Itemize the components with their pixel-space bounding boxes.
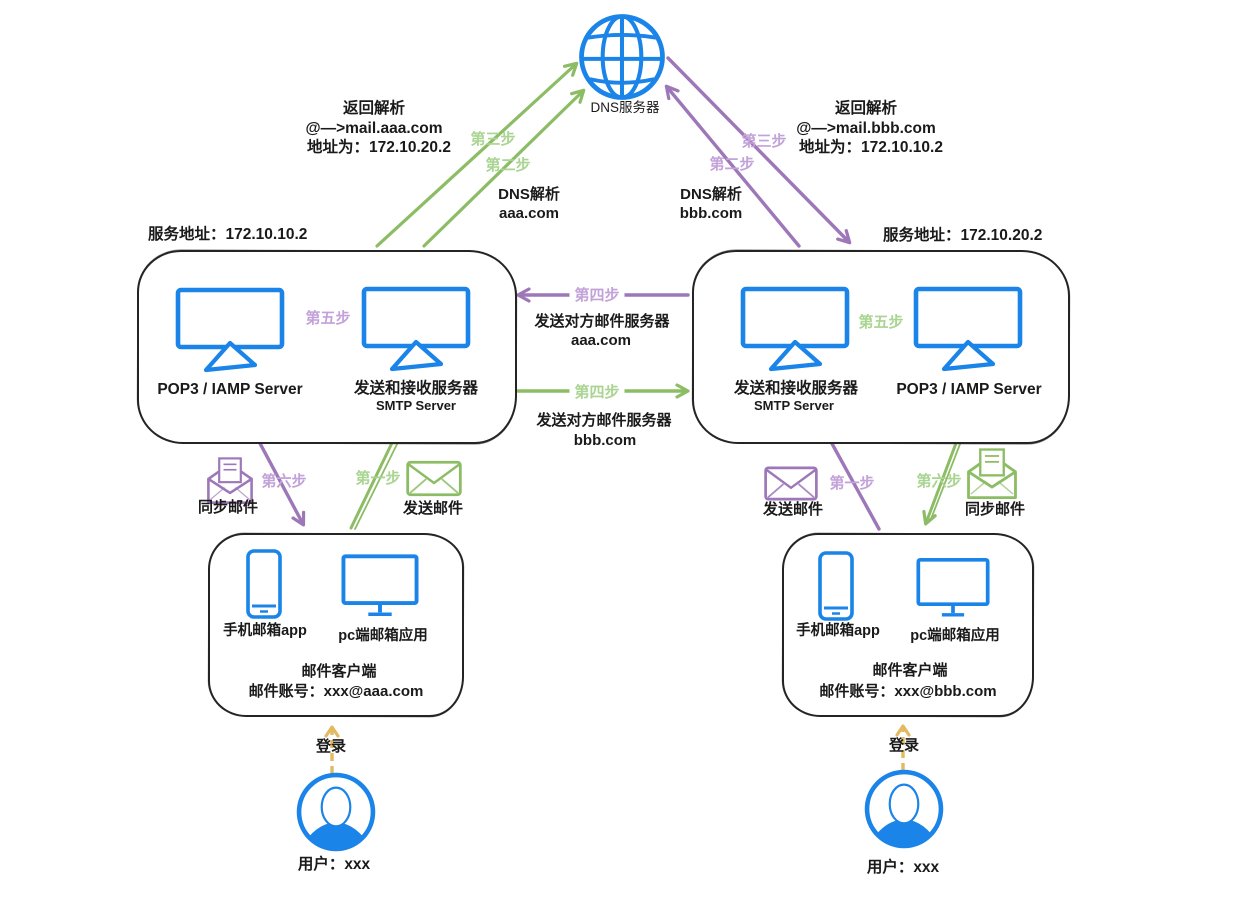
sync-mail-envelope-icon-left — [207, 457, 253, 504]
step2-label-left: 第二步 — [485, 157, 531, 174]
sync-mail-label-right: 同步邮件 — [964, 501, 1026, 518]
pop3-server-label-left: POP3 / IAMP Server — [157, 381, 303, 398]
step1-label-right: 第一步 — [829, 475, 875, 492]
step5-label-left: 第五步 — [300, 310, 356, 329]
left-dns-query-line2: aaa.com — [498, 205, 560, 222]
relay-to-aaa-domain: aaa.com — [570, 332, 632, 349]
pop3-server-label-right: POP3 / IAMP Server — [896, 381, 1042, 398]
phone-icon-left — [246, 549, 282, 619]
right-dns-query-line1: DNS解析 — [680, 186, 742, 203]
user-label-left: 用户：xxx — [297, 856, 371, 873]
step6-label-right: 第六步 — [916, 473, 962, 490]
step3-label-right: 第三步 — [741, 133, 787, 150]
smtp-server-monitor-icon-left — [361, 286, 471, 372]
right-resolution-line2: @—>mail.bbb.com — [796, 120, 936, 137]
pc-app-label-right: pc端邮箱应用 — [910, 628, 1000, 644]
client-account-right: 邮件账号：xxx@bbb.com — [819, 683, 997, 700]
dns-globe-icon — [579, 14, 665, 100]
step5-label-right: 第五步 — [853, 314, 909, 333]
left-resolution-line3: 地址为：172.10.20.2 — [307, 139, 451, 156]
relay-to-bbb-desc: 发送对方邮件服务器 — [536, 412, 672, 429]
phone-app-label-right: 手机邮箱app — [796, 623, 880, 639]
right-dns-query-line2: bbb.com — [679, 205, 743, 222]
right-resolution-line3: 地址为：172.10.10.2 — [799, 139, 943, 156]
smtp-server-label-cn-left: 发送和接收服务器 — [353, 380, 479, 397]
left-server-address: 服务地址：172.10.10.2 — [148, 226, 308, 243]
step6-label-left: 第六步 — [261, 473, 307, 490]
smtp-server-monitor-icon-right — [740, 286, 850, 372]
send-mail-envelope-icon-left — [406, 460, 462, 497]
sync-mail-label-left: 同步邮件 — [197, 499, 259, 516]
login-label-right: 登录 — [888, 737, 920, 754]
send-mail-label-right: 发送邮件 — [762, 501, 824, 518]
smtp-server-label-cn-right: 发送和接收服务器 — [733, 380, 859, 397]
left-resolution-line1: 返回解析 — [342, 100, 406, 117]
left-dns-query-line1: DNS解析 — [498, 186, 560, 203]
dns-server-label: DNS服务器 — [590, 100, 660, 115]
user-label-right: 用户：xxx — [866, 859, 940, 876]
client-account-left: 邮件账号：xxx@aaa.com — [248, 683, 424, 700]
right-server-address: 服务地址：172.10.20.2 — [883, 227, 1043, 244]
step4-label-to-aaa: 第四步 — [569, 287, 625, 306]
step4-label-to-bbb: 第四步 — [569, 384, 625, 403]
relay-to-bbb-domain: bbb.com — [573, 432, 637, 449]
user-avatar-icon-right — [864, 769, 944, 849]
step3-label-left: 第三步 — [470, 131, 516, 148]
send-mail-label-left: 发送邮件 — [402, 500, 464, 517]
right-resolution-line1: 返回解析 — [834, 100, 898, 117]
step1-label-left: 第一步 — [355, 470, 401, 487]
login-label-left: 登录 — [315, 738, 347, 755]
send-mail-envelope-icon-right — [764, 466, 818, 501]
smtp-server-label-en-right: SMTP Server — [754, 398, 834, 413]
pc-monitor-icon-right — [916, 557, 990, 617]
pc-monitor-icon-left — [341, 554, 419, 617]
pc-app-label-left: pc端邮箱应用 — [338, 628, 428, 644]
left-resolution-line2: @—>mail.aaa.com — [305, 120, 443, 137]
phone-app-label-left: 手机邮箱app — [223, 623, 307, 639]
client-title-left: 邮件客户端 — [301, 663, 377, 680]
user-avatar-icon-left — [296, 772, 376, 852]
sync-mail-envelope-icon-right — [967, 448, 1017, 500]
client-title-right: 邮件客户端 — [872, 662, 948, 679]
smtp-server-label-en-left: SMTP Server — [376, 398, 456, 413]
step2-label-right: 第二步 — [709, 156, 755, 173]
relay-to-aaa-desc: 发送对方邮件服务器 — [534, 313, 670, 330]
pop3-server-monitor-icon-left — [175, 287, 285, 373]
phone-icon-right — [818, 551, 854, 621]
pop3-server-monitor-icon-right — [913, 286, 1023, 372]
